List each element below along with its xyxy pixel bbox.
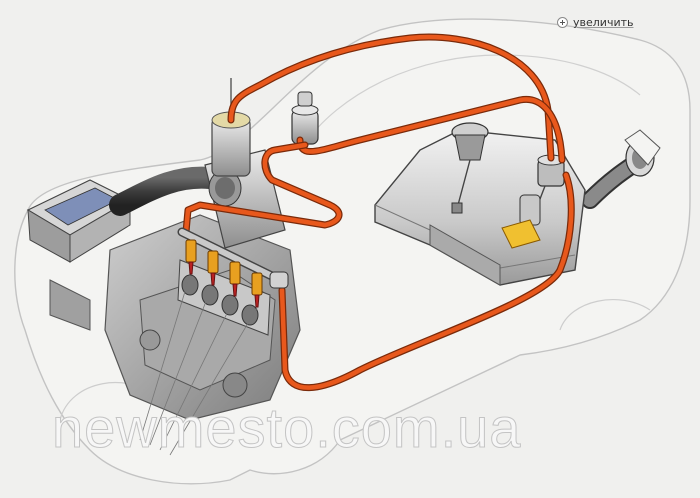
- fuel-tank: [374, 122, 586, 286]
- fuel-lines: [182, 33, 575, 392]
- injector-4: [251, 272, 263, 308]
- injector-1: [185, 239, 197, 275]
- zoom-link[interactable]: увеличить: [557, 16, 633, 29]
- tank-sender: [451, 122, 489, 214]
- strainer-pad: [501, 219, 541, 249]
- window-line: [299, 54, 641, 151]
- injector-3: [229, 261, 241, 297]
- leader-lines: [139, 274, 258, 456]
- intake-runners: [181, 274, 259, 326]
- fuel-pressure-regulator: [269, 271, 289, 289]
- fuel-filler-neck: [581, 129, 661, 209]
- injector-2: [207, 250, 219, 286]
- fuel-filter: [291, 91, 319, 145]
- plus-circle-icon: [557, 17, 568, 28]
- wheel-arch-rear: [559, 299, 651, 331]
- fuel-rail: [177, 227, 289, 308]
- zoom-label: увеличить: [573, 16, 634, 29]
- intake-hose: [109, 166, 221, 216]
